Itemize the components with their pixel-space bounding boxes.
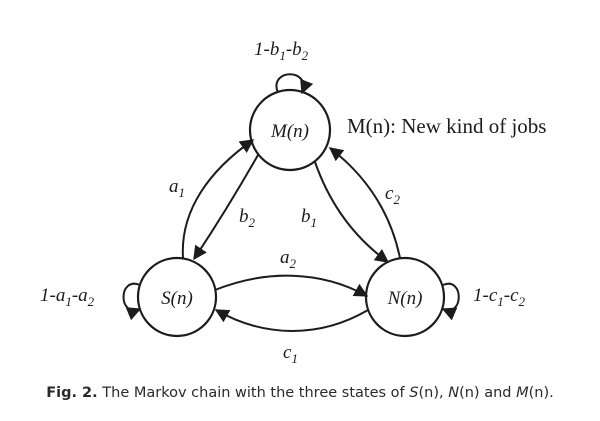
caption-end: . [549, 385, 554, 401]
caption-paren-3: (n) [528, 385, 550, 401]
caption-paren-2: (n) [459, 385, 480, 401]
markov-chain-diagram: M(n) S(n) N(n) M(n): New kind of jobs a1… [40, 39, 546, 366]
edge-m-to-n [314, 161, 390, 263]
edge-label-c2: c2 [385, 183, 400, 207]
loop-label-n: 1-c1-c2 [473, 285, 526, 309]
state-s: S(n) [136, 256, 218, 338]
loop-s [122, 282, 142, 321]
loop-label-m: 1-b1-b2 [254, 39, 309, 63]
caption-paren-1: (n) [418, 385, 439, 401]
caption-state-s: S [409, 385, 419, 401]
caption-state-n: N [448, 385, 460, 401]
figure-number: Fig. 2. [46, 385, 98, 401]
edge-s-to-n [214, 274, 369, 297]
edge-label-b2: b2 [239, 206, 256, 230]
state-m-label: M(n) [270, 121, 309, 142]
caption-text: The Markov chain with the three states o… [102, 385, 405, 401]
state-n-label: N(n) [387, 288, 423, 309]
state-n: N(n) [364, 256, 446, 338]
state-m-note: M(n): New kind of jobs [347, 114, 546, 138]
edge-m-to-s [193, 154, 259, 261]
edge-label-c1: c1 [283, 342, 298, 366]
caption-and: and [484, 385, 512, 401]
state-m: M(n) [248, 88, 332, 172]
edge-label-a1: a1 [169, 176, 185, 200]
edge-n-to-s [214, 309, 369, 332]
edge-n-to-m [328, 147, 401, 259]
loop-n [441, 282, 460, 321]
caption-state-m: M [516, 385, 529, 401]
loop-m [275, 73, 314, 95]
figure-caption: Fig. 2. The Markov chain with the three … [0, 385, 600, 401]
edge-s-to-m [181, 139, 255, 259]
caption-separator: , [439, 385, 444, 401]
edge-label-a2: a2 [280, 247, 297, 271]
edge-label-b1: b1 [301, 206, 317, 230]
state-s-label: S(n) [161, 288, 193, 309]
loop-label-s: 1-a1-a2 [40, 285, 95, 309]
